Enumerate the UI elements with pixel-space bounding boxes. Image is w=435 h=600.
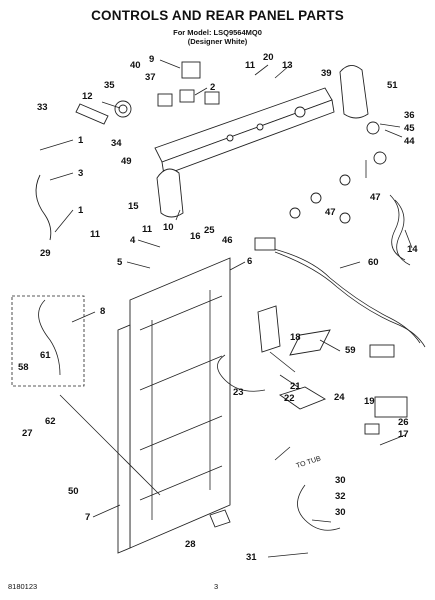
console-endcaps-drawing	[156, 65, 369, 218]
callout-label: 2	[210, 82, 215, 93]
page-title: CONTROLS AND REAR PANEL PARTS	[91, 8, 344, 23]
model-line: For Model: LSQ9564MQ0	[173, 28, 262, 37]
callout-label: 59	[345, 345, 356, 356]
doc-number: 8180123	[8, 582, 38, 591]
callout-label: 19	[364, 396, 375, 407]
callout-label: 7	[85, 512, 90, 523]
callout-label: 13	[282, 60, 293, 71]
callout-label: 47	[325, 207, 336, 218]
callout-label: 36	[404, 110, 415, 121]
callout-label: 37	[145, 72, 156, 83]
callout-label: 11	[90, 229, 101, 240]
callout-label: 33	[37, 102, 48, 113]
brackets-drawing	[75, 103, 408, 528]
to-tub-annotation: TO TUB	[295, 455, 322, 470]
callout-label: 6	[247, 256, 252, 267]
wire-harness-drawing	[254, 194, 426, 358]
callout-label: 18	[290, 332, 301, 343]
callout-label: 1	[78, 135, 84, 146]
callout-label: 35	[104, 80, 115, 91]
rear-panel-drawing	[117, 257, 231, 554]
hoses-drawing	[11, 174, 341, 531]
callout-label: 27	[22, 428, 33, 439]
callout-label: 44	[404, 136, 415, 147]
callout-label: 40	[130, 60, 141, 71]
callout-label: 9	[149, 54, 154, 65]
callout-label: 47	[370, 192, 381, 203]
callout-label: 23	[233, 387, 244, 398]
callout-label: 20	[263, 52, 274, 63]
callout-label: 25	[204, 225, 215, 236]
leader-lines	[39, 59, 413, 558]
callout-label: 34	[111, 138, 122, 149]
callout-label: 26	[398, 417, 409, 428]
knobs-drawing	[114, 61, 387, 224]
callout-label: 58	[18, 362, 29, 373]
callout-label: 15	[128, 201, 139, 212]
variant-line: (Designer White)	[187, 37, 248, 46]
callout-label: 28	[185, 539, 196, 550]
callout-label: 29	[40, 248, 51, 259]
callout-label: 11	[245, 60, 256, 71]
callout-label: 12	[82, 91, 93, 102]
control-console-drawing	[154, 87, 335, 176]
callout-label: 61	[40, 350, 51, 361]
callout-label: 1	[78, 205, 84, 216]
callout-label: 45	[404, 123, 415, 134]
callout-label: 14	[407, 244, 418, 255]
callout-label: 49	[121, 156, 132, 167]
callout-label: 30	[335, 507, 346, 518]
callout-label: 11	[142, 224, 153, 235]
callout-label: 17	[398, 429, 409, 440]
callout-label: 4	[130, 235, 136, 246]
callout-label: 31	[246, 552, 257, 563]
callout-labels: 1 1 2 3 4 5 6 7 8 9 10 11 11 11 12 13 14…	[18, 52, 418, 563]
callout-label: 24	[334, 392, 345, 403]
callout-label: 16	[190, 231, 201, 242]
callout-label: 3	[78, 168, 83, 179]
page-number: 3	[214, 582, 219, 591]
callout-label: 62	[45, 416, 56, 427]
callout-label: 21	[290, 381, 301, 392]
callout-label: 39	[321, 68, 332, 79]
callout-label: 50	[68, 486, 79, 497]
callout-label: 8	[100, 306, 105, 317]
callout-label: 60	[368, 257, 379, 268]
callout-label: 32	[335, 491, 346, 502]
callout-label: 30	[335, 475, 346, 486]
callout-label: 10	[163, 222, 174, 233]
callout-label: 22	[284, 393, 295, 404]
callout-label: 5	[117, 257, 123, 268]
callout-label: 51	[387, 80, 398, 91]
callout-label: 46	[222, 235, 233, 246]
